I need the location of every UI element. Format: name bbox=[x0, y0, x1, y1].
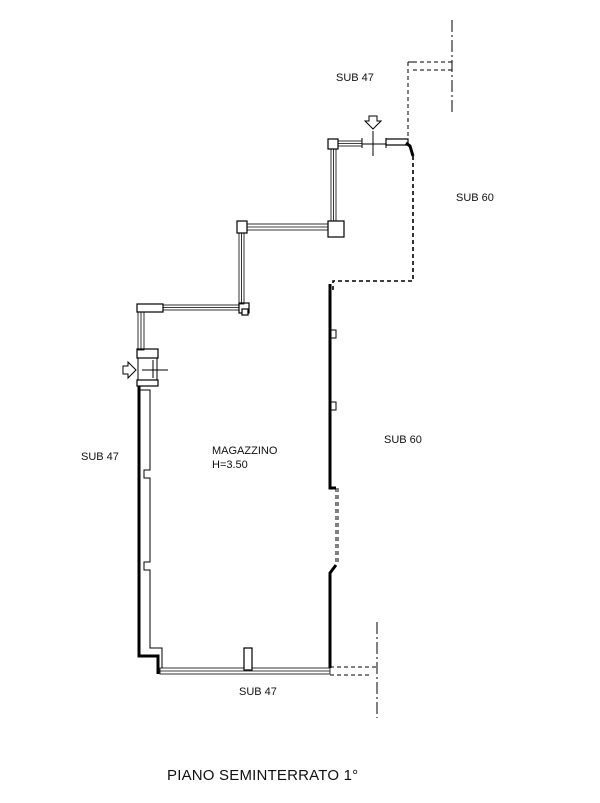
entry-arrow-icon bbox=[122, 360, 137, 380]
south-east-boundary bbox=[330, 622, 378, 718]
sub60-middle-label: SUB 60 bbox=[384, 434, 422, 446]
sub47-left-label: SUB 47 bbox=[81, 451, 119, 463]
west-entrance bbox=[136, 348, 168, 387]
sub60-upper-label: SUB 60 bbox=[456, 192, 494, 204]
west-window-strip bbox=[137, 309, 145, 351]
east-boundary-upper bbox=[332, 20, 453, 290]
south-window-strip bbox=[159, 647, 331, 675]
east-wall bbox=[328, 284, 339, 668]
entry-arrow-icon bbox=[363, 115, 383, 130]
step-window-strip-1 bbox=[236, 220, 248, 305]
north-window-strip-1 bbox=[136, 302, 250, 316]
sub47-bottom-label: SUB 47 bbox=[239, 686, 277, 698]
drawing-title: PIANO SEMINTERRATO 1° bbox=[167, 767, 358, 784]
west-wall bbox=[137, 384, 163, 674]
step-window-strip-2 bbox=[327, 138, 339, 222]
room-name-label: MAGAZZINO bbox=[212, 445, 278, 457]
north-entrance bbox=[337, 131, 415, 157]
north-window-strip-2 bbox=[246, 220, 345, 238]
sub47-top-label: SUB 47 bbox=[336, 72, 374, 84]
room-height-label: H=3.50 bbox=[212, 459, 248, 471]
